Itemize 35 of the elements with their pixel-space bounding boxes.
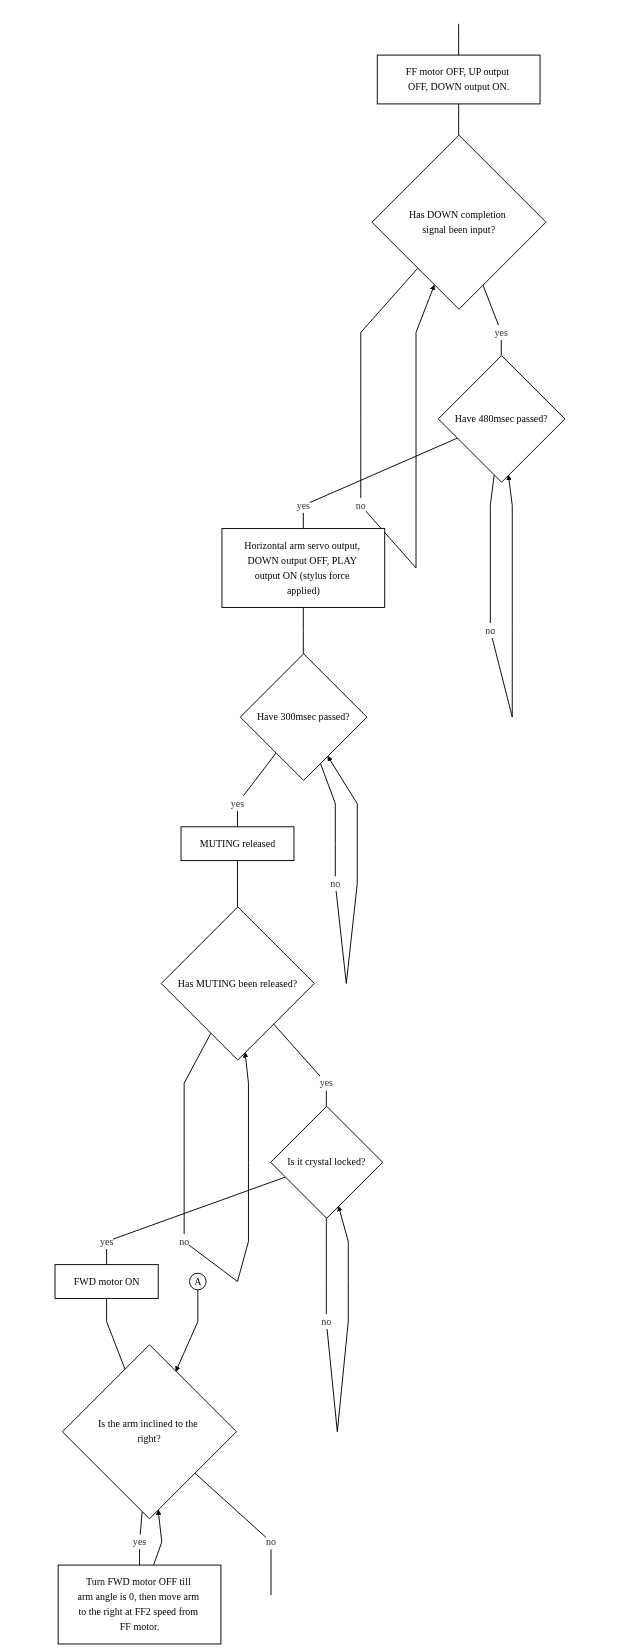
edge-label: yes — [296, 499, 311, 511]
connector — [482, 284, 502, 357]
node-box: FF motor OFF, UP output OFF, DOWN output ON. — [376, 54, 541, 105]
connector — [237, 752, 277, 828]
edge-label: no — [179, 1235, 190, 1247]
node-diamond: Has MUTING been released? — [160, 906, 315, 1061]
node-diamond: Is it crystal locked? — [270, 1105, 384, 1219]
edge-label: no — [355, 499, 366, 511]
node-circle: A — [189, 1272, 207, 1291]
node-box: FWD motor ON — [54, 1264, 159, 1299]
edge-label: no — [330, 878, 341, 889]
connector — [458, 103, 460, 136]
node-diamond: Is the arm inclined to the right? — [62, 1344, 237, 1520]
connector — [458, 23, 460, 56]
connector — [273, 1023, 327, 1107]
node-diamond: Have 300msec passed? — [239, 653, 368, 781]
node-diamond: Have 480msec passed? — [437, 355, 566, 483]
edge-label: no — [321, 1315, 332, 1327]
node-diamond: Has DOWN completion signal been input? — [371, 134, 547, 310]
connector — [106, 1176, 286, 1266]
edge-label: no — [485, 624, 496, 636]
node-box: Turn FWD motor OFF till arm angle is 0, then move arm to the right at FF2 speed from FF motor. — [57, 1564, 222, 1645]
edge-label: yes — [319, 1077, 334, 1089]
connector — [106, 1297, 126, 1370]
node-box: Horizontal arm servo output, DOWN output OFF, PLAY output ON (stylus force applied) — [221, 528, 386, 608]
connector — [194, 1472, 272, 1596]
edge-label: yes — [230, 797, 245, 809]
edge-label: no — [266, 1536, 277, 1547]
edge-label: yes — [494, 326, 508, 338]
edge-label: yes — [132, 1536, 147, 1547]
connector — [302, 607, 304, 655]
connector — [302, 437, 458, 530]
edge-label: yes — [99, 1235, 114, 1247]
node-box: MUTING released — [180, 826, 295, 862]
connector — [237, 860, 238, 908]
